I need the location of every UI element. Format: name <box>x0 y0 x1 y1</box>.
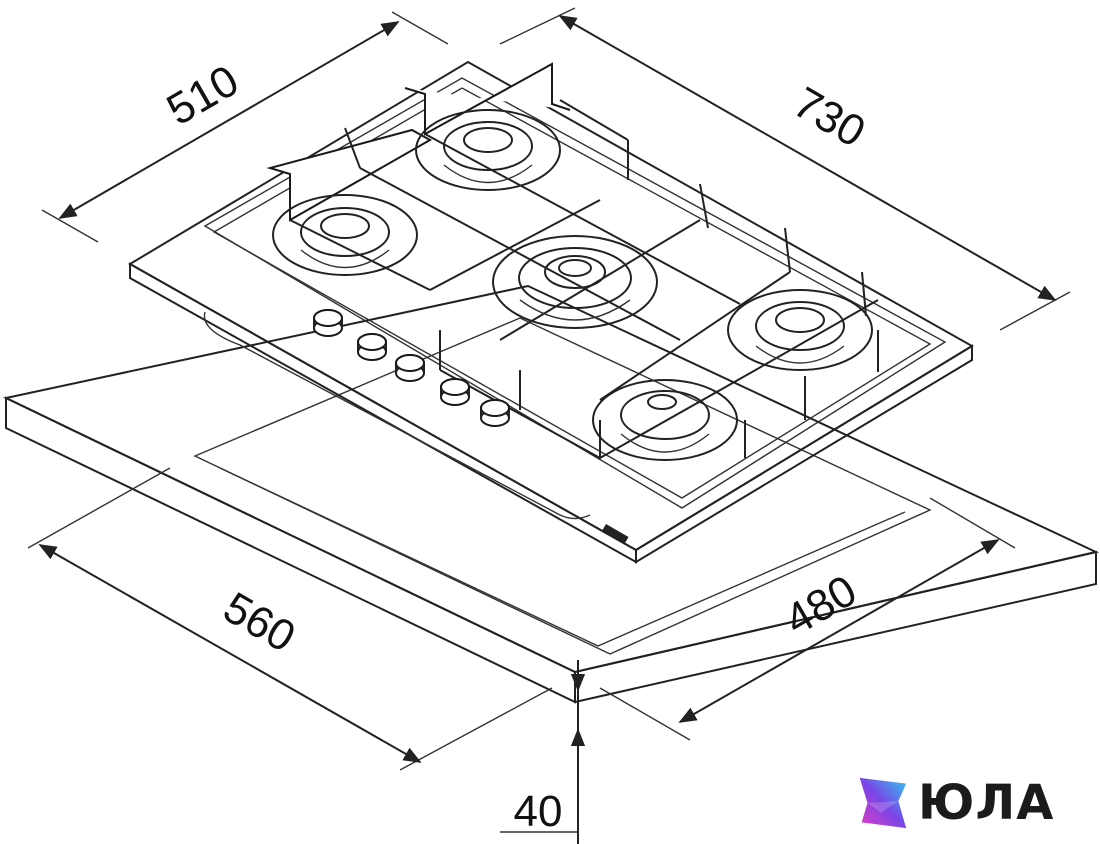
brand-watermark: ЮЛА <box>852 768 1092 838</box>
knob-1 <box>313 309 343 337</box>
knob-4 <box>440 378 470 406</box>
burner-rear-left <box>272 194 418 276</box>
dimension-730: 730 <box>499 7 1071 331</box>
dimension-label-560: 560 <box>215 583 303 662</box>
brand-badge <box>602 524 629 544</box>
dimension-label-480: 480 <box>777 566 865 645</box>
brand-logo-icon <box>859 777 907 829</box>
dimension-560: 560 <box>27 467 553 771</box>
control-knobs <box>313 309 510 427</box>
burner-front-center <box>592 379 738 461</box>
dimension-label-510: 510 <box>159 56 247 135</box>
countertop <box>2 284 1100 704</box>
dimension-label-40: 40 <box>514 787 563 836</box>
burner-wok-center <box>492 235 658 329</box>
burner-front-right <box>727 289 873 371</box>
knob-2 <box>357 333 387 361</box>
dimension-40: 40 <box>500 660 586 844</box>
dimension-510: 510 <box>41 11 449 243</box>
knob-5 <box>480 399 510 427</box>
burner-rear-center <box>415 109 561 191</box>
knob-3 <box>395 354 425 382</box>
dimension-label-730: 730 <box>785 78 873 157</box>
brand-logo-text: ЮЛА <box>918 775 1055 831</box>
